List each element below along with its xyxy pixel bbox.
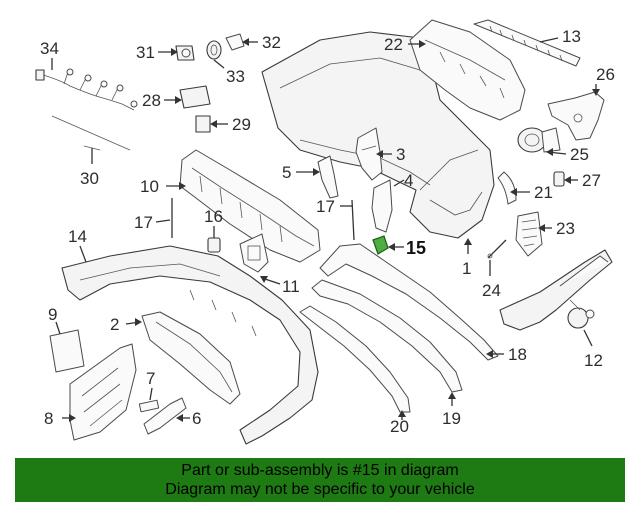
callout-8: 8 [44, 409, 53, 428]
callout-11: 11 [282, 277, 300, 296]
part-19-trim [311, 279, 463, 393]
info-banner: Part or sub-assembly is #15 in diagram D… [15, 458, 625, 502]
part-3-bracket [355, 127, 383, 181]
part-31-sensor [175, 45, 195, 61]
part-33-ring [206, 40, 222, 60]
callout-4: 4 [404, 171, 413, 190]
part-28-cover [179, 85, 211, 109]
callout-5: 5 [282, 163, 291, 182]
callout-6: 6 [192, 409, 201, 428]
callout-17a: 17 [134, 213, 153, 232]
parts-diagram: 34 31 32 33 28 29 30 22 13 26 25 27 21 2… [35, 19, 615, 445]
part-22-reinforcement [409, 19, 526, 121]
callout-17b: 17 [316, 197, 335, 216]
callout-3: 3 [396, 145, 405, 164]
callout-24: 24 [482, 281, 501, 300]
part-17-rod-right [351, 199, 355, 241]
part-14-lower-cover [61, 245, 319, 445]
banner-line-1: Part or sub-assembly is #15 in diagram [181, 462, 459, 479]
part-30-wire [51, 115, 131, 164]
callout-28: 28 [142, 91, 161, 110]
part-9-plate [49, 329, 85, 373]
part-25-sensor [517, 127, 561, 153]
callout-14: 14 [68, 227, 87, 246]
callout-2: 2 [110, 315, 119, 334]
callout-21: 21 [534, 183, 553, 202]
callout-9: 9 [48, 305, 57, 324]
callout-27: 27 [582, 171, 601, 190]
callout-30: 30 [80, 169, 99, 188]
callout-13: 13 [562, 27, 581, 46]
banner-line-2: Diagram may not be specific to your vehi… [165, 481, 475, 498]
callout-18: 18 [508, 345, 527, 364]
part-10-absorber [179, 149, 321, 263]
callout-7: 7 [146, 369, 155, 388]
callout-22: 22 [384, 35, 403, 54]
callout-labels: 34 31 32 33 28 29 30 22 13 26 25 27 21 2… [40, 27, 615, 436]
part-23-bracket [515, 211, 543, 257]
callout-15: 15 [406, 238, 426, 258]
part-32-bracket [225, 33, 245, 51]
part-6-bracket [143, 397, 187, 435]
part-15-highlighted [372, 235, 389, 255]
part-34-wiring-harness [35, 68, 138, 111]
callout-1: 1 [462, 259, 471, 278]
callout-20: 20 [390, 417, 409, 436]
part-5-bracket [317, 155, 339, 199]
callout-23: 23 [556, 219, 575, 238]
callout-32: 32 [262, 33, 281, 52]
part-8-frame [69, 343, 137, 441]
part-26-bracket [547, 91, 605, 141]
callout-12: 12 [584, 351, 603, 370]
callout-26: 26 [596, 65, 615, 84]
callout-33: 33 [226, 67, 245, 86]
callout-19: 19 [442, 409, 461, 428]
part-24-rod [487, 239, 507, 259]
callout-16: 16 [204, 207, 223, 226]
part-29-housing [195, 115, 211, 133]
leader-lines [51, 37, 600, 422]
part-16-clip [207, 237, 221, 253]
callout-10: 10 [140, 177, 159, 196]
part-4-bracket [371, 179, 393, 233]
callout-31: 31 [136, 43, 155, 62]
part-7-strip [138, 399, 160, 413]
part-27-sensor [553, 171, 565, 187]
part-11-bracket [239, 233, 269, 273]
part-12-tow-hitch [499, 249, 613, 331]
part-13-trim-strip [473, 19, 581, 67]
callout-25: 25 [570, 145, 589, 164]
callout-29: 29 [232, 115, 251, 134]
part-20-trim [299, 305, 411, 413]
part-21-clip [497, 171, 517, 205]
part-2-absorber [141, 311, 241, 405]
callout-34: 34 [40, 39, 59, 58]
